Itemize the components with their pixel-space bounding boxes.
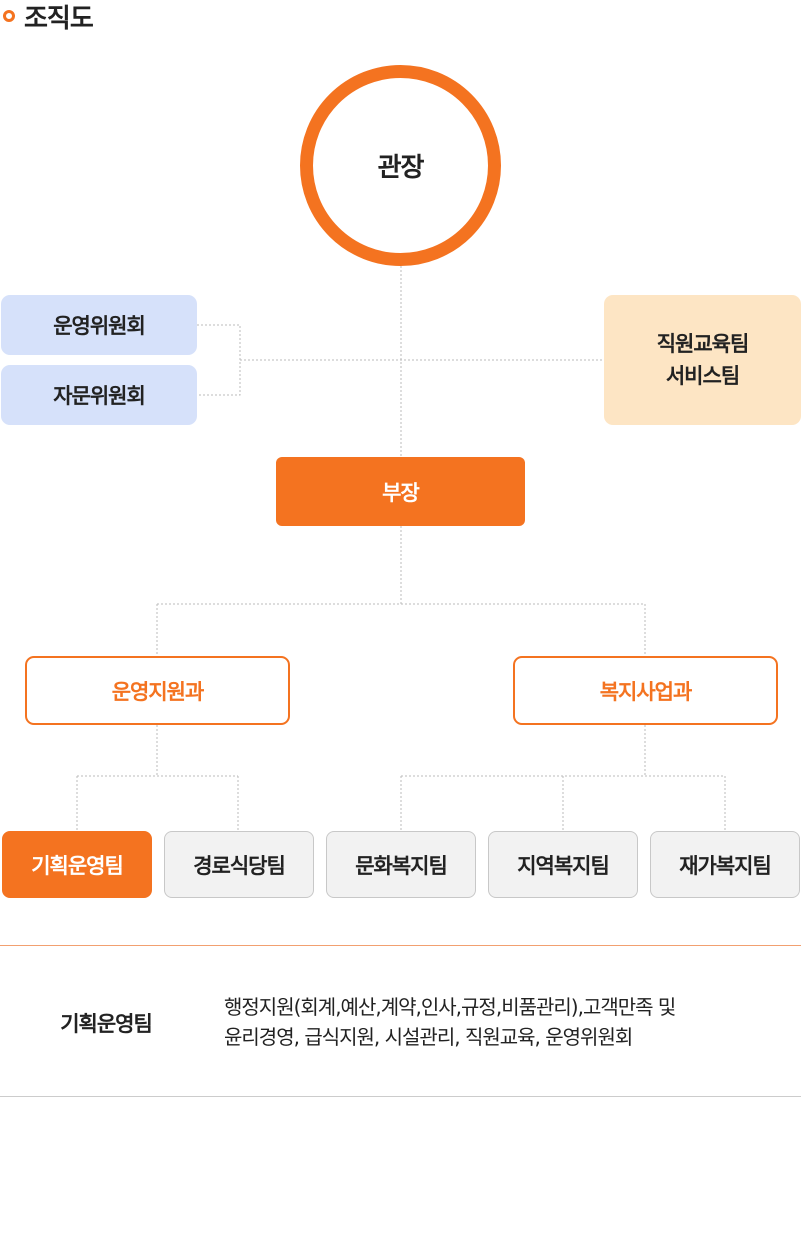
director-label: 관장 — [377, 153, 425, 183]
service-team-node: 직원교육팀 서비스팀 — [604, 295, 801, 425]
description-text: 행정지원(회계,예산,계약,인사,규정,비품관리),고객만족 및 윤리경영, 급… — [224, 992, 794, 1052]
deputy-node: 부장 — [276, 457, 525, 526]
team-home-care[interactable]: 재가복지팀 — [650, 831, 800, 898]
team-cultural-welfare[interactable]: 문화복지팀 — [326, 831, 476, 898]
committee-operation: 운영위원회 — [1, 295, 197, 355]
connector-dept2-to-teams — [400, 725, 726, 831]
section-title: 조직도 — [0, 0, 94, 34]
connector-committees — [197, 324, 241, 396]
team-planning-operation[interactable]: 기획운영팀 — [2, 831, 152, 898]
description-line: 윤리경영, 급식지원, 시설관리, 직원교육, 운영위원회 — [224, 1025, 633, 1049]
department-operation-support: 운영지원과 — [25, 656, 290, 725]
page-title: 조직도 — [24, 3, 94, 34]
circle-bullet-icon — [3, 10, 15, 22]
committee-advisory: 자문위원회 — [1, 365, 197, 425]
team-community-welfare[interactable]: 지역복지팀 — [488, 831, 638, 898]
description-divider-bottom — [0, 1096, 801, 1097]
service-team-label-service: 서비스팀 — [665, 364, 740, 388]
description-line: 행정지원(회계,예산,계약,인사,규정,비품관리),고객만족 및 — [224, 995, 676, 1019]
service-team-label-education: 직원교육팀 — [656, 332, 750, 356]
connector-deputy-to-departments — [156, 526, 646, 656]
department-welfare-business: 복지사업과 — [513, 656, 778, 725]
description-divider-top — [0, 945, 801, 946]
description-team-name: 기획운영팀 — [60, 1012, 153, 1036]
director-node: 관장 — [300, 65, 501, 266]
connector-dept1-to-teams — [76, 725, 239, 831]
team-senior-dining[interactable]: 경로식당팀 — [164, 831, 314, 898]
